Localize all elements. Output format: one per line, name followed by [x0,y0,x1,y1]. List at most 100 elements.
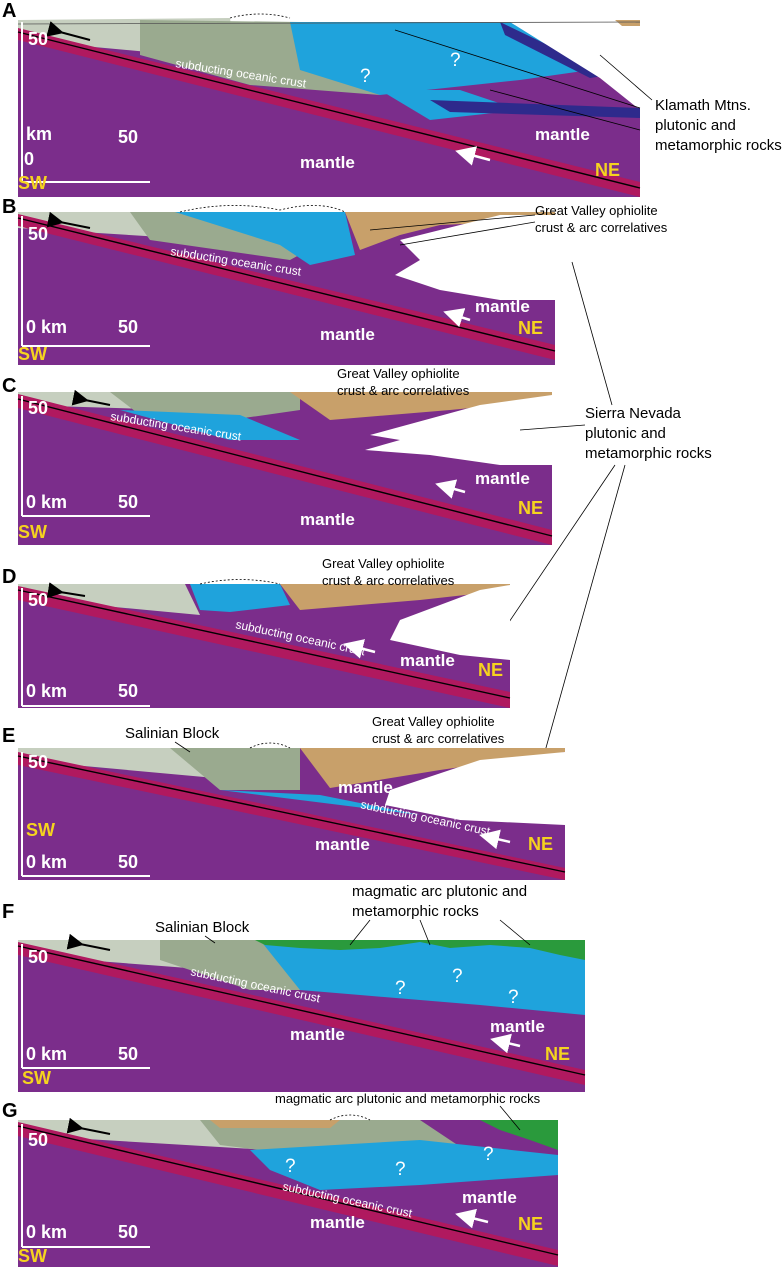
great-valley-label: Great Valley ophiolite [337,366,460,381]
panel-a: A 50 km 50 0 SW NE mantle mantle subduct… [2,0,782,197]
question-mark: ? [483,1144,494,1165]
label-sw: SW [18,173,47,193]
label-ne: NE [518,1214,543,1234]
great-valley-label: crust & arc correlatives [372,731,505,746]
scale-fifty: 50 [118,1044,138,1064]
label-sw: SW [18,1246,47,1266]
label-sw: SW [26,820,55,840]
panel-letter-e: E [2,725,15,747]
scale-zero-km: 0 km [26,852,67,872]
oceanic-crust-slab [18,28,640,197]
salinian-label: Salinian Block [155,919,250,936]
panel-b: B 50 0 km 50 SW NE mantle mantle subduct… [2,196,668,365]
question-mark: ? [508,987,519,1008]
question-mark: ? [285,1156,296,1177]
klamath-label: metamorphic rocks [655,137,782,154]
klamath-label: plutonic and [655,117,736,134]
label-sw: SW [22,1068,51,1088]
scale-50: 50 [28,224,48,244]
panel-letter-d: D [2,566,16,588]
mantle-label-small: mantle [535,125,590,144]
forearc-wedge [170,748,300,790]
sierra-label: plutonic and [585,425,666,442]
question-mark: ? [395,978,406,999]
label-ne: NE [518,318,543,338]
mantle-label-small: mantle [338,778,393,797]
great-valley-label: crust & arc correlatives [535,220,668,235]
great-valley-tan [280,584,510,610]
scale-fifty: 50 [118,852,138,872]
label-sw: SW [18,522,47,542]
label-sw: SW [18,344,47,364]
panel-letter-c: C [2,375,16,397]
mantle-label: mantle [310,1213,365,1232]
great-valley-label: crust & arc correlatives [322,573,455,588]
scale-zero-km: 0 km [26,317,67,337]
great-valley-label: crust & arc correlatives [337,383,470,398]
label-ne: NE [528,834,553,854]
scale-50: 50 [28,1130,48,1150]
scale-50: 50 [28,947,48,967]
mantle-label: mantle [300,153,355,172]
sierra-white [395,215,555,300]
arc-cap-green [480,1120,558,1150]
panel-letter-g: G [2,1100,18,1122]
sierra-label: metamorphic rocks [585,445,712,462]
panel-letter-f: F [2,901,14,923]
scale-km: km [26,124,52,144]
great-valley-tan [210,1120,340,1128]
tan-patch [615,20,640,26]
arc-crust-blue [220,790,420,815]
arc-cap-green [255,940,585,960]
sierra-white [385,752,565,825]
oceanic-crust-slab [18,214,555,360]
panel-letter-b: B [2,196,16,218]
panel-f: F 50 0 km 50 SW NE mantle mantle subduct… [2,883,586,1092]
salinian-label: Salinian Block [125,725,220,742]
label-ne: NE [478,660,503,680]
great-valley-label: Great Valley ophiolite [535,203,658,218]
mantle-label: mantle [300,510,355,529]
scale-fifty: 50 [118,1222,138,1242]
arc-label: magmatic arc plutonic and [352,883,527,900]
panel-g: G 50 0 km 50 SW NE mantle mantle subduct… [2,1091,559,1267]
mantle-label-small: mantle [400,651,455,670]
panel-c: C 50 0 km 50 SW NE mantle mantle subduct… [2,261,712,806]
arc-crust-blue [250,1140,558,1190]
panel-e: E 50 0 km 50 SW NE mantle mantle subduct… [2,714,566,880]
scale-50: 50 [28,752,48,772]
arc-crust-blue [260,940,585,1015]
scale-zero-km: 0 km [26,1044,67,1064]
panel-d: D 50 0 km 50 NE mantle subducting oceani… [2,556,511,708]
mantle-label-small: mantle [490,1017,545,1036]
scale-fifty: 50 [118,492,138,512]
arc-crust-blue [190,584,290,612]
scale-50: 50 [28,29,48,49]
arc-label: magmatic arc plutonic and metamorphic ro… [275,1091,541,1106]
arc-label: metamorphic rocks [352,903,479,920]
great-valley-tan [290,392,552,420]
question-mark: ? [452,966,463,987]
scale-fifty: 50 [118,127,138,147]
scale-zero: 0 [24,149,34,169]
klamath-white [510,22,640,110]
arc-crust-blue [120,410,300,440]
scale-zero-km: 0 km [26,1222,67,1242]
great-valley-label: Great Valley ophiolite [372,714,495,729]
oceanic-crust-slab [18,394,552,545]
scale-50: 50 [28,590,48,610]
mantle-label-small: mantle [475,469,530,488]
sierra-white [390,585,510,660]
label-ne: NE [518,498,543,518]
scale-50: 50 [28,398,48,418]
oceanic-crust-slab [18,752,565,880]
klamath-label: Klamath Mtns. [655,97,751,114]
sierra-white [365,395,552,465]
question-mark: ? [450,50,461,71]
mantle-label: mantle [290,1025,345,1044]
mantle-label-small: mantle [475,297,530,316]
scale-zero-km: 0 km [26,681,67,701]
mantle-label: mantle [315,835,370,854]
great-valley-tan [300,748,565,788]
